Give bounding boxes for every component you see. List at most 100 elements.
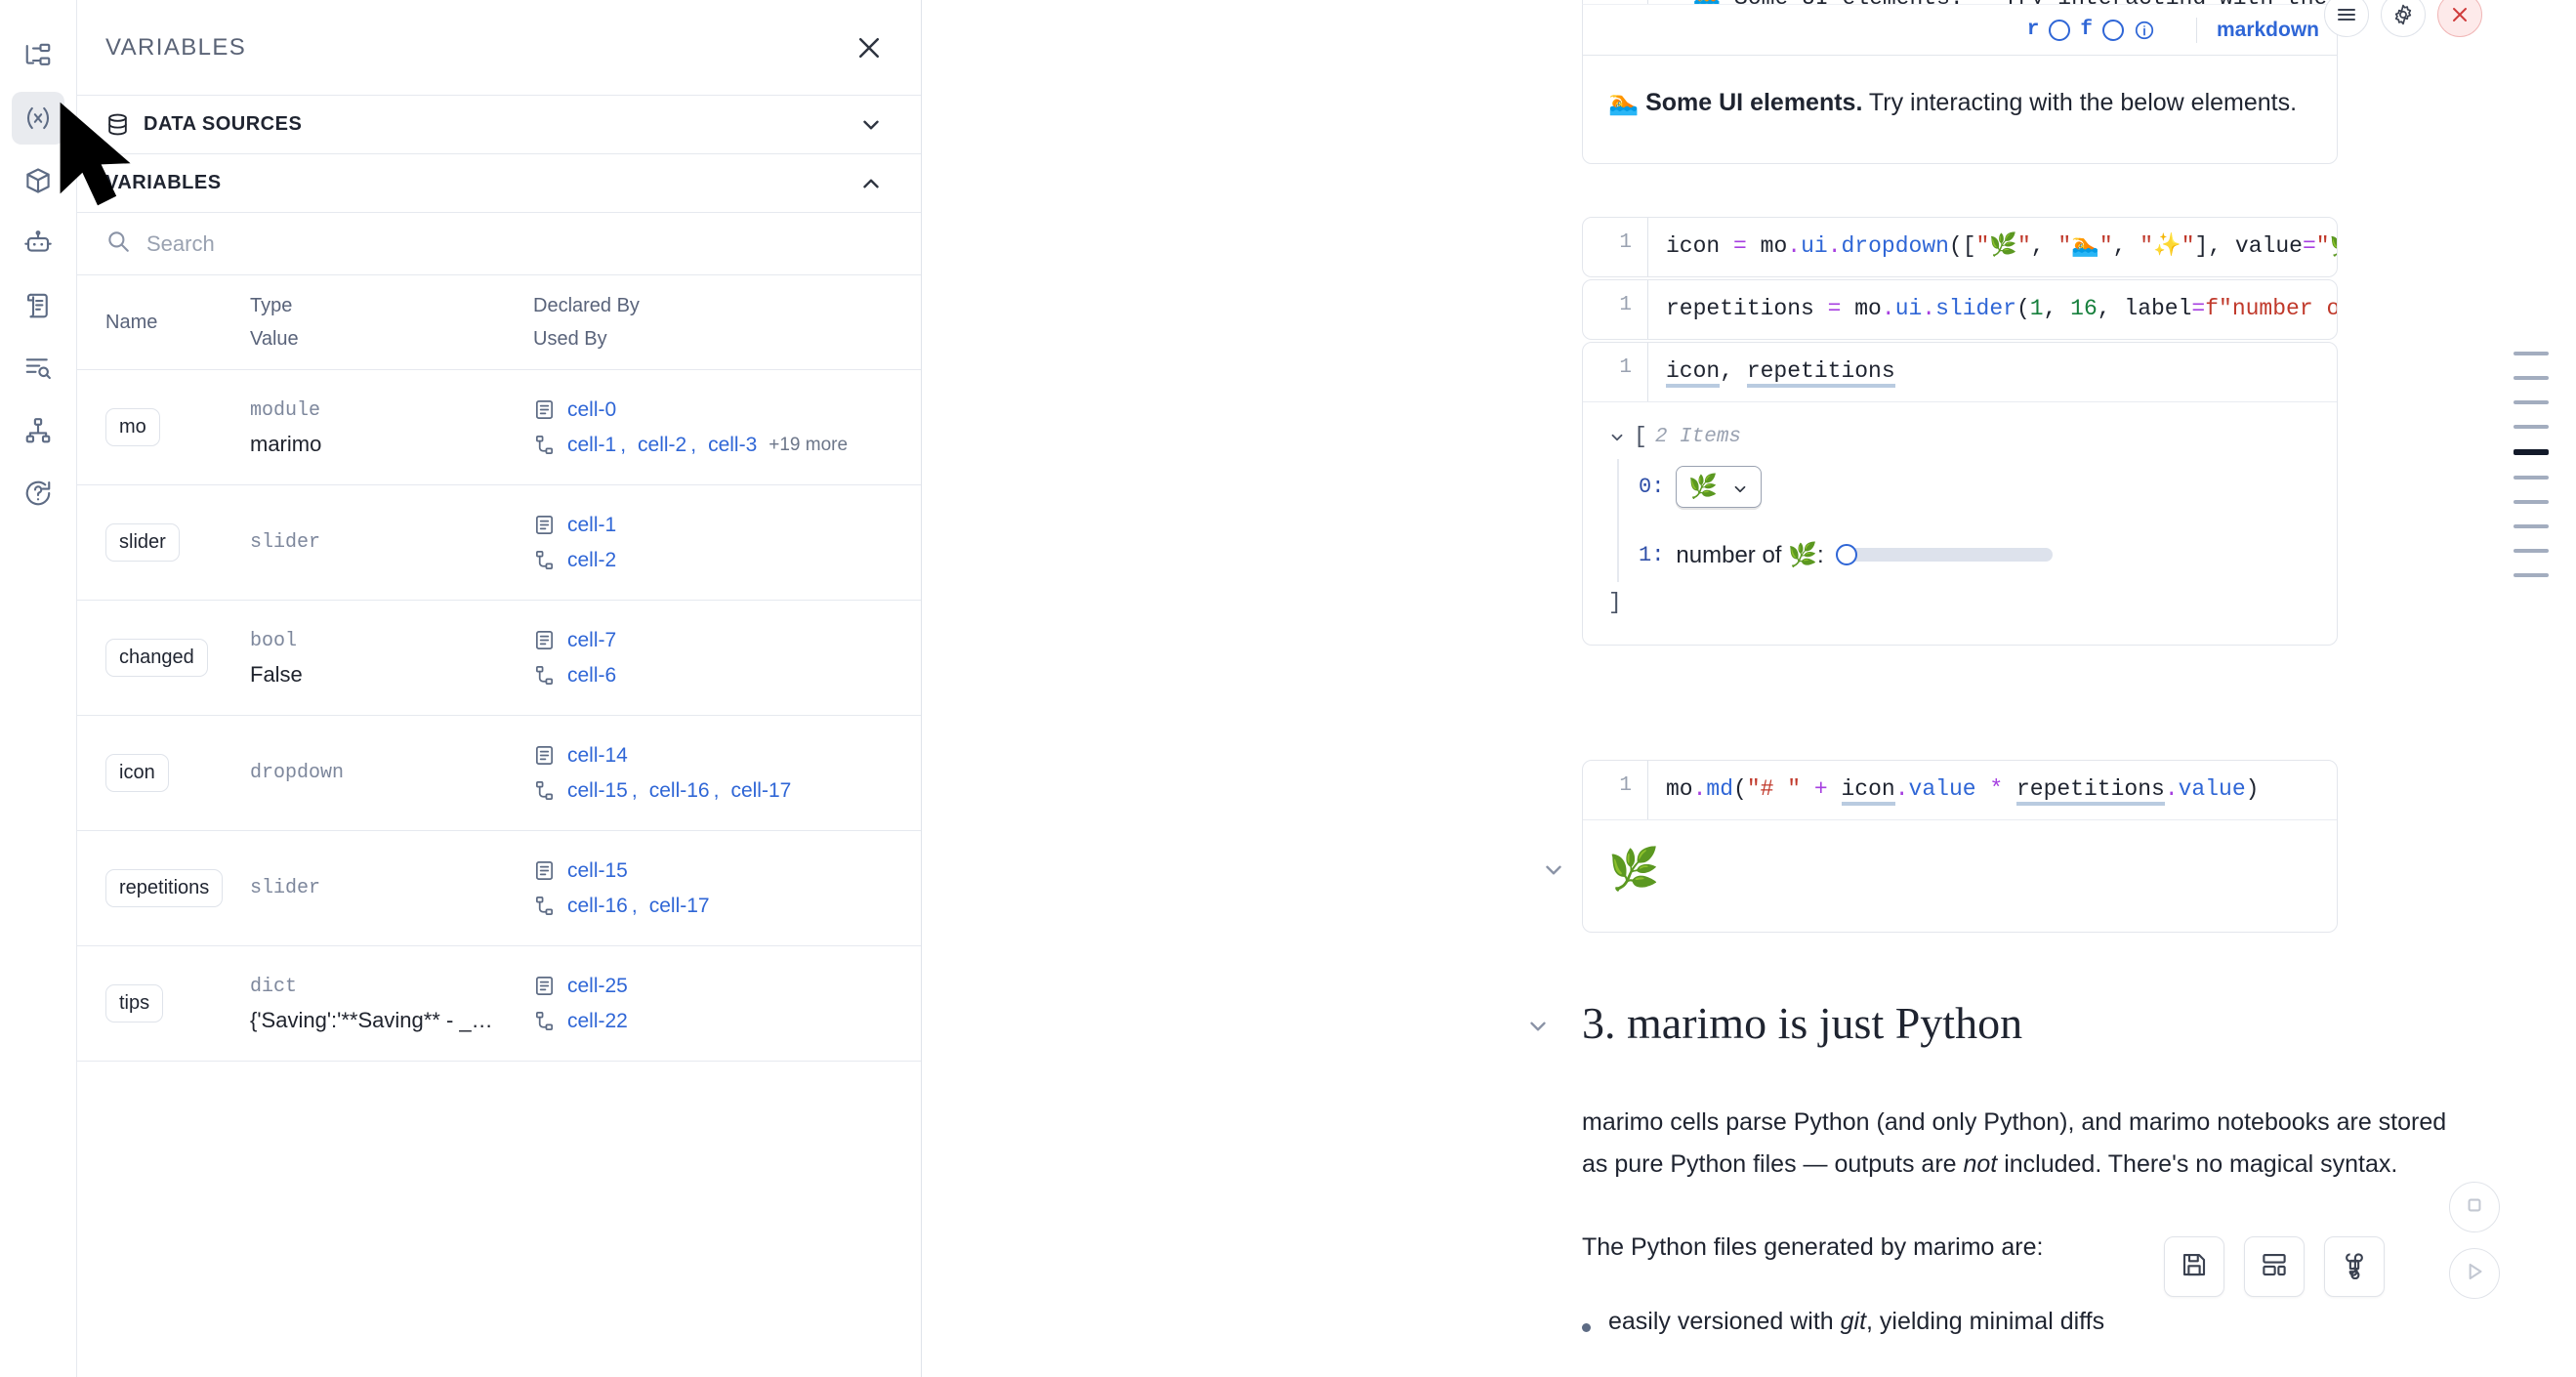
- variable-name-chip[interactable]: changed: [105, 639, 208, 677]
- minimap-bar[interactable]: [2514, 352, 2549, 355]
- col-used-by: Used By: [533, 328, 607, 350]
- toolbar-divider: [2195, 17, 2197, 43]
- minimap-bar[interactable]: [2514, 476, 2549, 480]
- r-flag-label: r: [2026, 19, 2040, 41]
- variable-name-chip[interactable]: mo: [105, 408, 160, 446]
- variables-search-row: [77, 213, 921, 275]
- minimap[interactable]: [2514, 352, 2549, 577]
- cell-reference-link[interactable]: cell-25: [567, 974, 628, 997]
- variable-type: module: [250, 398, 321, 422]
- markdown-cell-code-stub[interactable]: 1 ""🏊 Some UI elements."" Try interactin…: [1582, 0, 2338, 4]
- minimap-bar[interactable]: [2514, 449, 2549, 455]
- col-type: Type: [250, 295, 293, 316]
- section-variables[interactable]: VARIABLES: [77, 154, 921, 213]
- code-cell-md: 1 mo.md("# " + icon.value * repetitions.…: [1546, 760, 2338, 933]
- list-index: 0:: [1639, 474, 1665, 499]
- gear-icon[interactable]: [2381, 0, 2426, 37]
- minimap-bar[interactable]: [2514, 549, 2549, 553]
- used-by-icon: [533, 779, 556, 802]
- search-input[interactable]: [146, 230, 884, 257]
- cell-reference-link[interactable]: cell-3: [708, 433, 758, 456]
- cell-reference-link[interactable]: cell-2: [638, 433, 687, 456]
- variables-table-header: Name Type Value Declared By Used By: [77, 275, 921, 370]
- variable-name-chip[interactable]: slider: [105, 523, 180, 562]
- cell-reference-link[interactable]: cell-7: [567, 628, 617, 651]
- package-icon[interactable]: [12, 154, 64, 207]
- r-flag-toggle[interactable]: [2049, 19, 2071, 41]
- save-icon: [2180, 1250, 2209, 1284]
- save-button[interactable]: [2164, 1236, 2224, 1297]
- stop-button[interactable]: [2449, 1182, 2500, 1232]
- code-editor[interactable]: 1 icon, repetitions: [1583, 343, 2337, 402]
- minimap-bar[interactable]: [2514, 400, 2549, 404]
- minimap-bar[interactable]: [2514, 524, 2549, 528]
- line-number: 1: [1619, 231, 1632, 254]
- list-item: 1: number of 🌿:: [1639, 527, 2311, 582]
- more-cells-label[interactable]: +19 more: [769, 434, 849, 455]
- code-editor[interactable]: 1 icon = mo.ui.dropdown(["🌿", "🏊", "✨"],…: [1582, 217, 2338, 277]
- variable-name-chip[interactable]: repetitions: [105, 869, 224, 907]
- variable-type: dropdown: [250, 761, 345, 784]
- cell-language-label[interactable]: markdown: [2216, 18, 2319, 41]
- command-palette-button[interactable]: [2324, 1236, 2385, 1297]
- cell-reference-link[interactable]: cell-15: [567, 858, 628, 882]
- collapse-chevron-icon[interactable]: [1541, 857, 1566, 883]
- cell-reference-link[interactable]: cell-16: [567, 894, 628, 917]
- slider-knob[interactable]: [1835, 544, 1857, 565]
- help-icon[interactable]: [12, 467, 64, 520]
- run-button[interactable]: [2449, 1248, 2500, 1299]
- close-cell-icon[interactable]: [2437, 0, 2482, 37]
- variable-name-chip[interactable]: icon: [105, 754, 169, 792]
- menu-icon[interactable]: [2324, 0, 2369, 37]
- code-editor[interactable]: 1 repetitions = mo.ui.slider(1, 16, labe…: [1582, 279, 2338, 340]
- cell-reference-link[interactable]: cell-17: [730, 778, 792, 802]
- section-data-sources[interactable]: DATA SOURCES: [77, 96, 921, 154]
- output-bold-text: Some UI elements.: [1645, 89, 1863, 116]
- outline-search-icon[interactable]: [12, 342, 64, 395]
- cell-reference-link[interactable]: cell-6: [567, 663, 617, 687]
- dependency-graph-icon[interactable]: [12, 404, 64, 457]
- cell-toolbar: r f markdown: [1582, 4, 2338, 55]
- layout-button[interactable]: [2244, 1236, 2305, 1297]
- minimap-bar[interactable]: [2514, 500, 2549, 504]
- code-editor[interactable]: 1 mo.md("# " + icon.value * repetitions.…: [1583, 761, 2337, 820]
- close-icon[interactable]: [854, 33, 884, 63]
- cell-reference-link[interactable]: cell-1: [567, 513, 617, 536]
- md-cell-output: 🌿: [1608, 846, 1660, 892]
- variable-name-chip[interactable]: tips: [105, 984, 164, 1022]
- collapse-chevron-icon[interactable]: [1525, 1014, 1551, 1039]
- f-flag-toggle[interactable]: [2101, 19, 2124, 41]
- slider-widget[interactable]: [1835, 544, 2053, 565]
- search-icon: [105, 229, 131, 259]
- file-tree-icon[interactable]: [12, 29, 64, 82]
- cell-reference-link[interactable]: cell-14: [567, 743, 628, 767]
- variables-table: Name Type Value Declared By Used By mo mo…: [77, 275, 921, 1062]
- scratchpad-icon[interactable]: [12, 279, 64, 332]
- info-icon[interactable]: [2134, 20, 2155, 41]
- variables-icon[interactable]: [12, 92, 64, 145]
- robot-icon[interactable]: [12, 217, 64, 270]
- cell-reference-link[interactable]: cell-22: [567, 1009, 628, 1032]
- minimap-bar[interactable]: [2514, 573, 2549, 577]
- code-cell-dropdown: 1 icon = mo.ui.dropdown(["🌿", "🏊", "✨"],…: [1582, 217, 2338, 277]
- used-by-icon: [533, 549, 556, 571]
- slider-track[interactable]: [1843, 548, 2053, 562]
- cell-reference-link[interactable]: cell-0: [567, 397, 617, 421]
- cell-reference-link[interactable]: cell-17: [648, 894, 710, 917]
- list-header[interactable]: [ 2 Items: [1608, 424, 2311, 449]
- dropdown-widget[interactable]: 🌿: [1676, 465, 1763, 508]
- minimap-bar[interactable]: [2514, 425, 2549, 429]
- cell-reference-link[interactable]: cell-15: [567, 778, 628, 802]
- section-paragraph-1: marimo cells parse Python (and only Pyth…: [1582, 1102, 2461, 1186]
- used-by-icon: [533, 895, 556, 917]
- cell-reference-link[interactable]: cell-16: [648, 778, 710, 802]
- minimap-bar[interactable]: [2514, 376, 2549, 380]
- cell-reference-link[interactable]: cell-2: [567, 548, 617, 571]
- cell-reference-link[interactable]: cell-1: [567, 433, 617, 456]
